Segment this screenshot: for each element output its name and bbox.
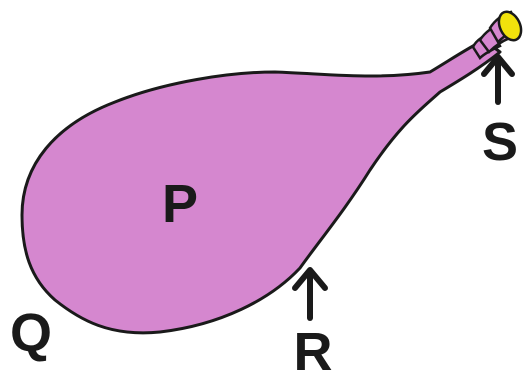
- arrow-r: [295, 270, 325, 318]
- label-q: Q: [10, 303, 52, 363]
- label-p: P: [162, 174, 198, 234]
- label-s: S: [482, 112, 518, 172]
- arrow-s: [484, 57, 512, 102]
- flask-body-shape: [22, 40, 500, 333]
- label-r: R: [294, 322, 333, 374]
